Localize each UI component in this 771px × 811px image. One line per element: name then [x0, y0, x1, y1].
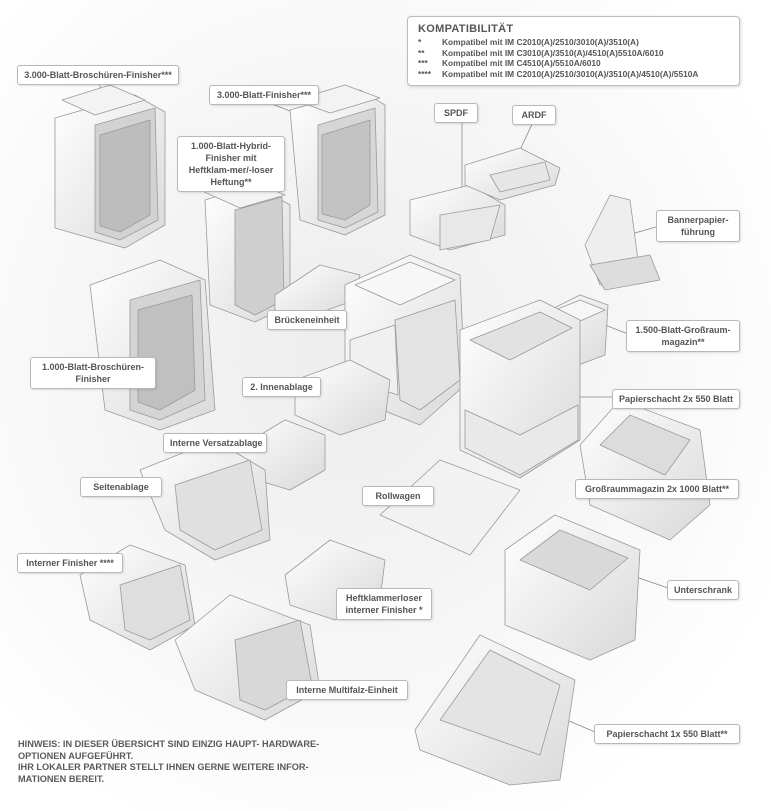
footnote-line: HINWEIS: IN DIESER ÜBERSICHT SIND EINZIG… — [18, 739, 320, 749]
compatibility-row: ** Kompatibel mit IM C3010(A)/3510(A)/45… — [418, 48, 729, 59]
label-banner-guide: Bannerpapier-führung — [656, 210, 740, 242]
compatibility-row: **** Kompatibel mit IM C2010(A)/2510/301… — [418, 69, 729, 80]
footnote: HINWEIS: IN DIESER ÜBERSICHT SIND EINZIG… — [18, 739, 388, 785]
label-finisher-3000: 3.000-Blatt-Finisher*** — [209, 85, 319, 105]
label-stapleless-finisher: Heftklammerloser interner Finisher * — [336, 588, 432, 620]
label-booklet-finisher-3000: 3.000-Blatt-Broschüren-Finisher*** — [17, 65, 179, 85]
label-paper-tray-2x550: Papierschacht 2x 550 Blatt — [612, 389, 740, 409]
label-internal-finisher: Interner Finisher **** — [17, 553, 123, 573]
compatibility-text: Kompatibel mit IM C2010(A)/2510/3010(A)/… — [442, 68, 699, 79]
label-hybrid-finisher: 1.000-Blatt-Hybrid-Finisher mit Heftklam… — [177, 136, 285, 192]
label-side-tray: Seitenablage — [80, 477, 162, 497]
compatibility-text: Kompatibel mit IM C4510(A)/5510A/6010 — [442, 58, 601, 68]
label-booklet-finisher-1000: 1.000-Blatt-Broschüren-Finisher — [30, 357, 156, 389]
label-inner-tray-2: 2. Innenablage — [242, 377, 321, 397]
compatibility-text: Kompatibel mit IM C2010(A)/2510/3010(A)/… — [442, 37, 639, 47]
footnote-line: OPTIONEN AUFGEFÜHRT. — [18, 750, 134, 761]
compatibility-box: KOMPATIBILITÄT * Kompatibel mit IM C2010… — [407, 16, 740, 86]
compatibility-text: Kompatibel mit IM C3010(A)/3510(A)/4510(… — [442, 47, 664, 58]
label-lct-1500: 1.500-Blatt-Großraum-magazin** — [626, 320, 740, 352]
compatibility-title: KOMPATIBILITÄT — [418, 23, 514, 35]
compatibility-symbol: * — [418, 37, 422, 47]
compatibility-symbol: **** — [418, 68, 432, 79]
label-lct-2x1000: Großraummagazin 2x 1000 Blatt** — [575, 479, 739, 499]
footnote-line: MATIONEN BEREIT. — [18, 773, 105, 784]
label-bridge-unit: Brückeneinheit — [267, 310, 347, 330]
label-caster-table: Rollwagen — [362, 486, 434, 506]
label-ardf: ARDF — [512, 105, 556, 125]
label-multifold-unit: Interne Multifalz-Einheit — [286, 680, 408, 700]
label-spdf: SPDF — [434, 103, 478, 123]
compatibility-row: * Kompatibel mit IM C2010(A)/2510/3010(A… — [418, 37, 729, 48]
label-paper-tray-1x550: Papierschacht 1x 550 Blatt** — [594, 724, 740, 744]
label-cabinet: Unterschrank — [667, 580, 739, 600]
compatibility-row: *** Kompatibel mit IM C4510(A)/5510A/601… — [418, 58, 729, 69]
label-internal-interposer: Interne Versatzablage — [163, 433, 267, 453]
footnote-line: IHR LOKALER PARTNER STELLT IHNEN GERNE W… — [18, 762, 309, 772]
compatibility-symbol: ** — [418, 47, 425, 58]
compatibility-symbol: *** — [418, 58, 428, 68]
